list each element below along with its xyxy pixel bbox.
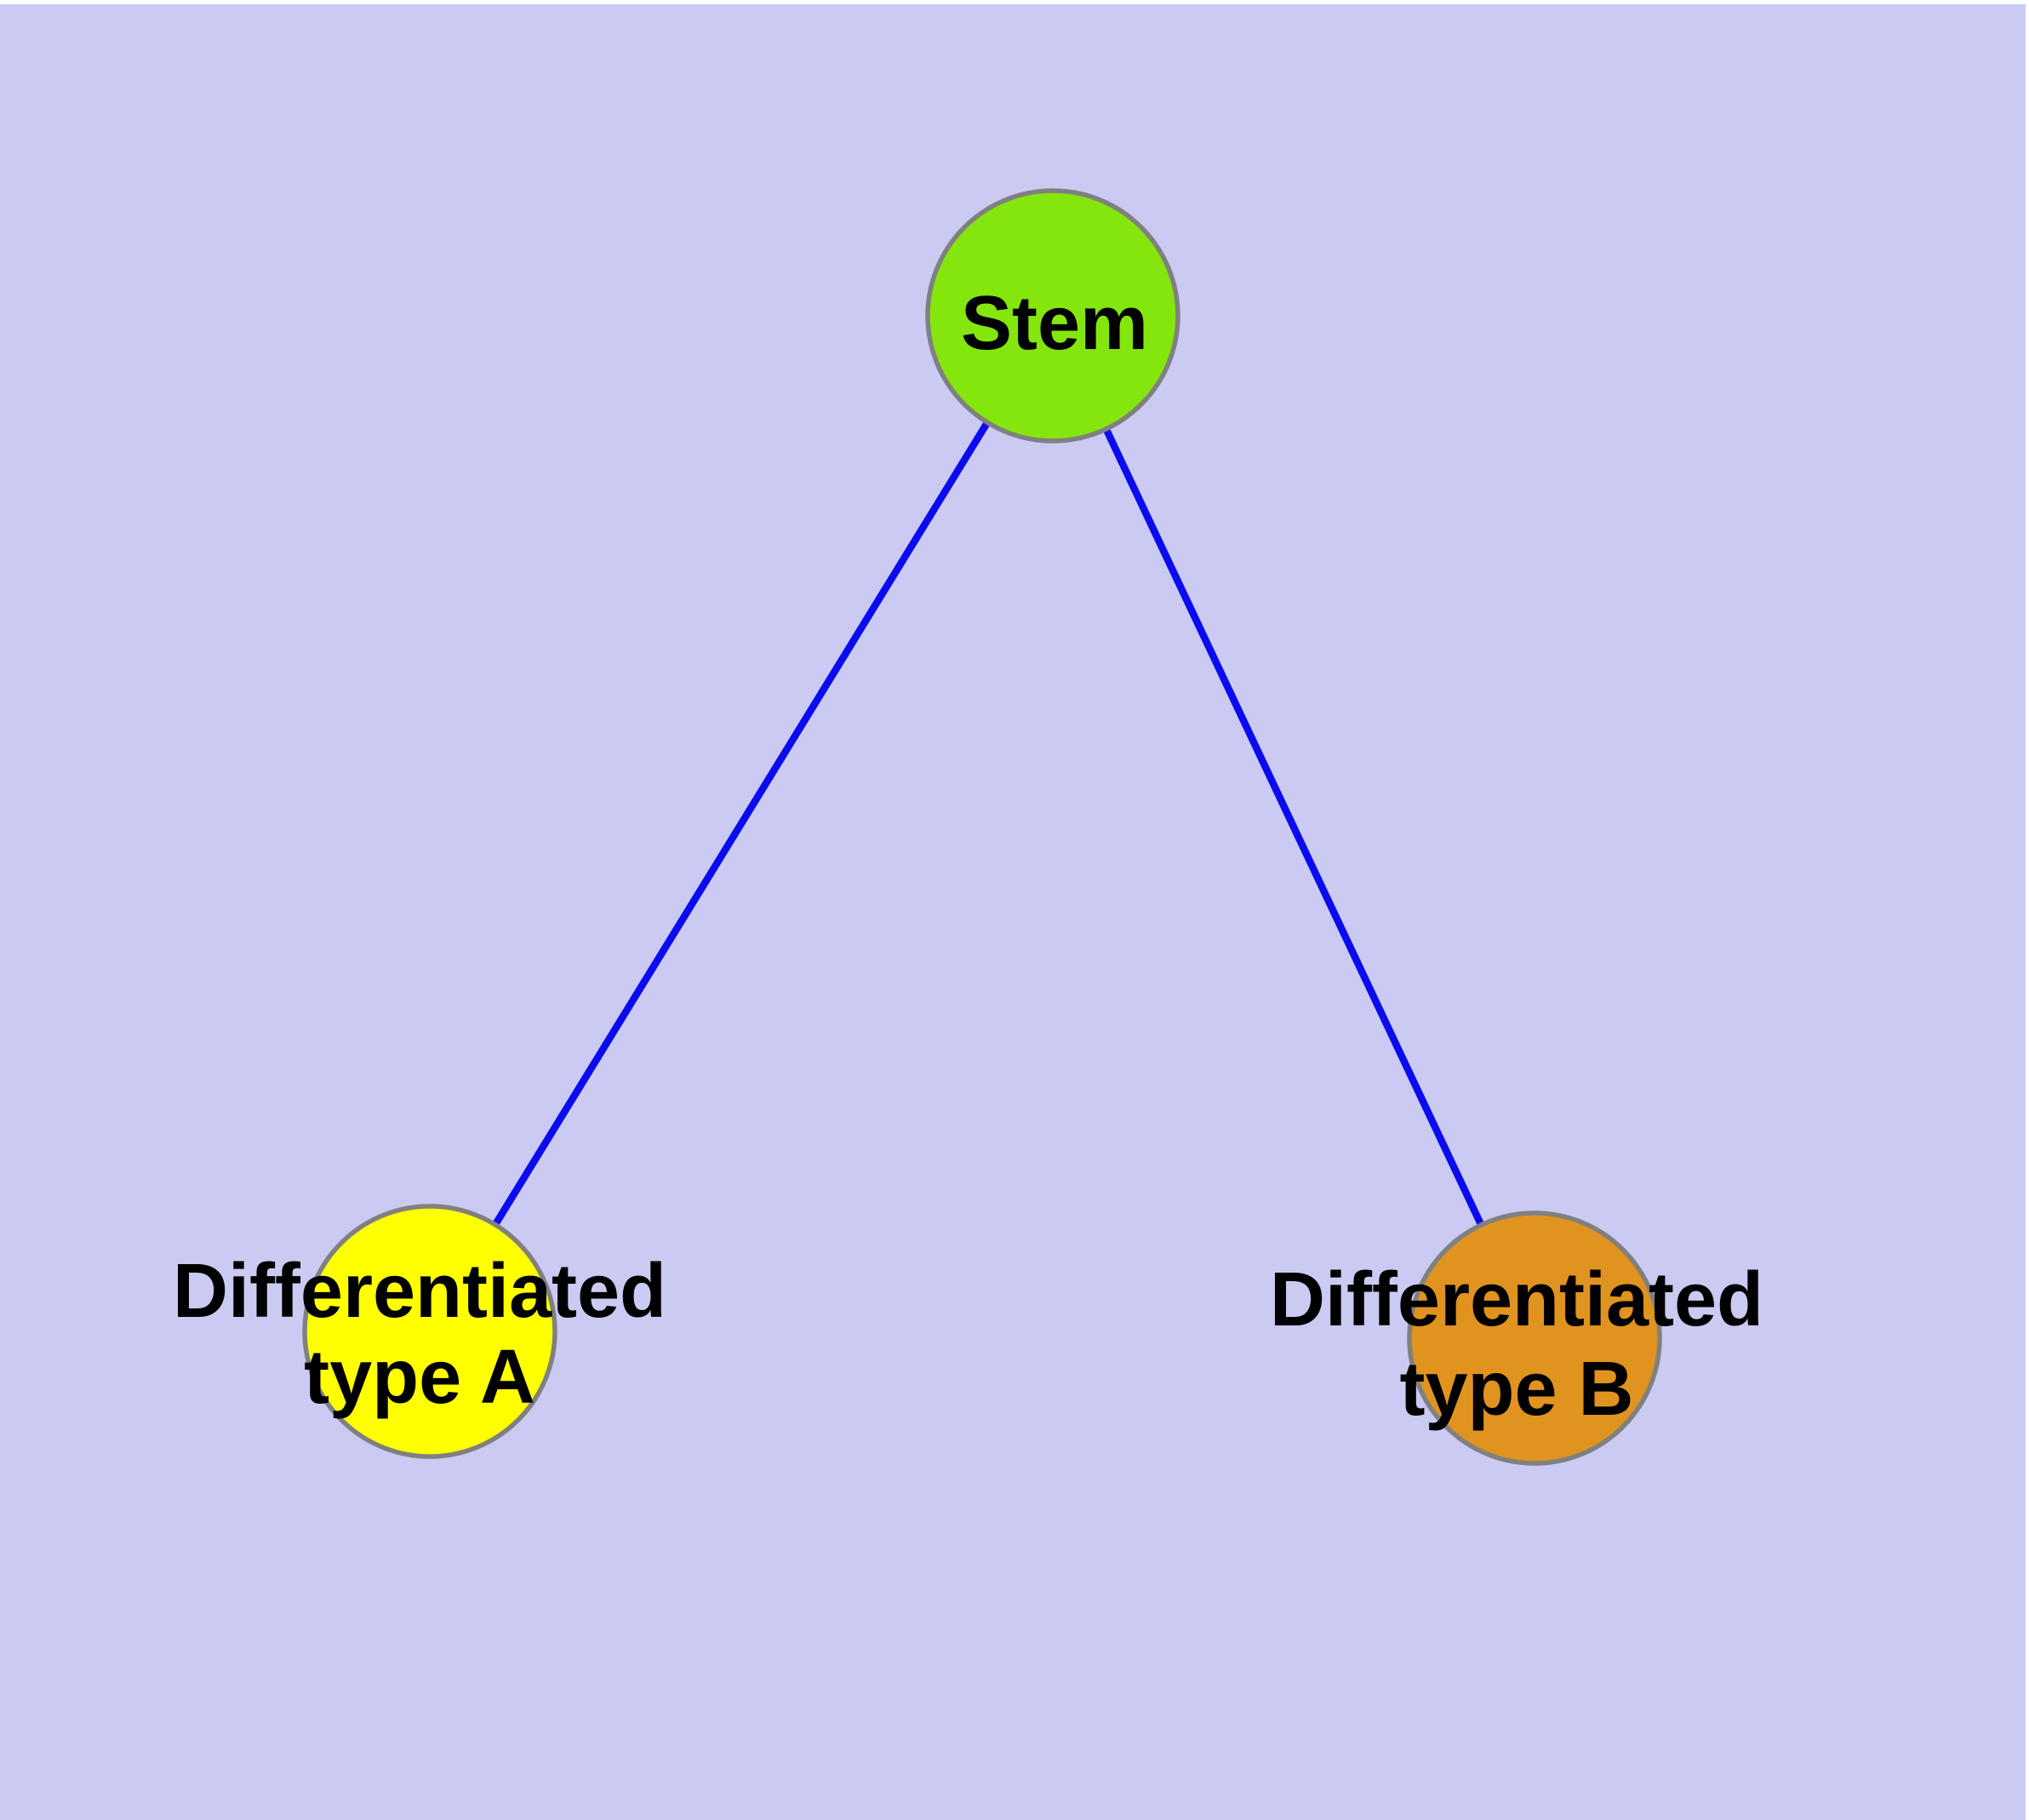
node-stem-circle [925,188,1180,444]
node-type-a-label-line2: type A [304,1335,535,1420]
node-type-a-label-line1: Differentiated [173,1249,666,1334]
node-type-b-circle [1407,1210,1662,1466]
edge-stem-to-type-a [426,313,1056,1334]
node-type-a-circle [302,1204,557,1459]
node-stem-label: Stem [961,281,1148,366]
node-type-b-label-line1: Differentiated [1270,1257,1763,1342]
edge-stem-to-type-b [1049,314,1538,1340]
node-type-b-label-line2: type B [1399,1347,1633,1432]
